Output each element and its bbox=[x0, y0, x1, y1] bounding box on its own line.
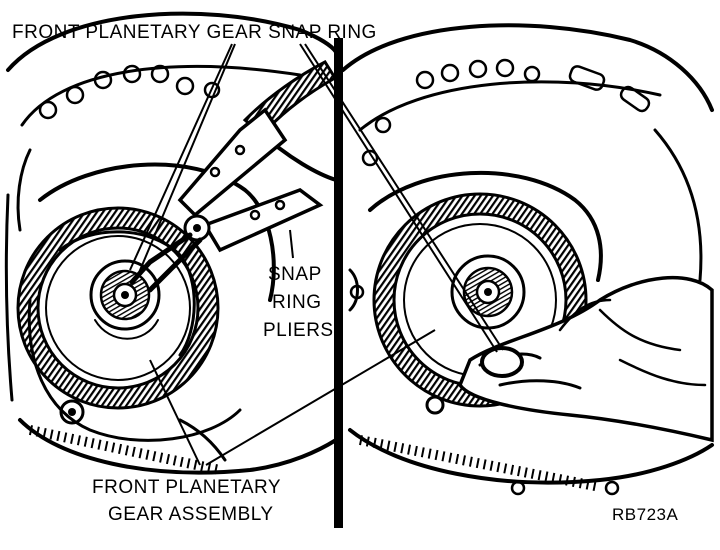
label-front-planetary: FRONT PLANETARY bbox=[92, 477, 281, 498]
label-gear-assembly: GEAR ASSEMBLY bbox=[108, 504, 274, 525]
pliers-lower-handle bbox=[202, 188, 324, 253]
left-planetary-hub bbox=[89, 259, 161, 331]
left-snap-ring bbox=[58, 230, 196, 357]
panel-divider bbox=[334, 38, 343, 528]
hand bbox=[458, 275, 714, 443]
right-clutch-housing bbox=[368, 170, 603, 282]
snap-ring-pliers bbox=[129, 60, 338, 293]
right-case-outline bbox=[341, 23, 714, 112]
label-front-planetary-gear-snap-ring: FRONT PLANETARY GEAR SNAP RING bbox=[12, 22, 377, 43]
pliers-jaws bbox=[129, 232, 193, 285]
left-panel bbox=[4, 11, 338, 475]
label-pliers: PLIERS bbox=[263, 320, 334, 341]
left-case-outline bbox=[6, 11, 338, 72]
left-case-bolt-holes bbox=[38, 64, 221, 120]
right-case-bolt-holes bbox=[361, 58, 651, 167]
pliers-upper-handle bbox=[177, 107, 288, 218]
right-panel bbox=[341, 23, 714, 496]
leader-lines bbox=[129, 43, 504, 466]
label-snap: SNAP bbox=[268, 264, 322, 285]
right-lower-band bbox=[348, 428, 714, 485]
left-lower-band bbox=[18, 418, 338, 475]
snap-ring-in-hand bbox=[480, 346, 524, 378]
figure-code: RB723A bbox=[612, 505, 678, 524]
label-ring: RING bbox=[272, 292, 322, 313]
